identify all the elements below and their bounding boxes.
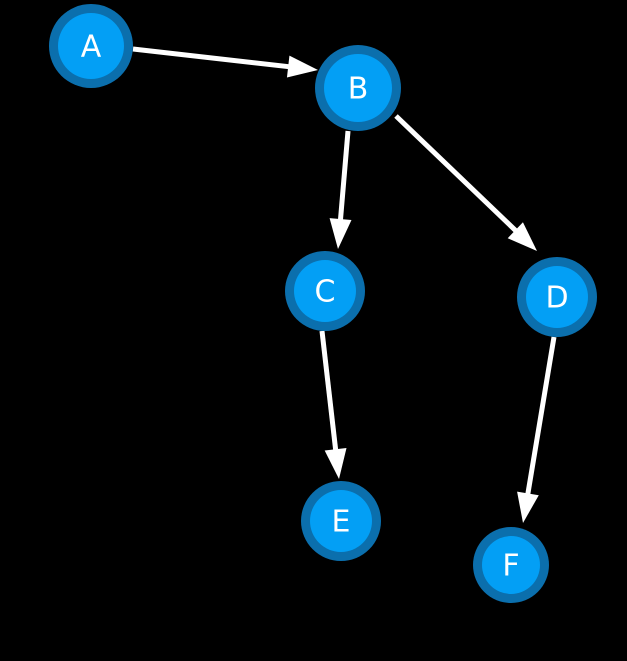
node-fill: [482, 536, 540, 594]
nodes-layer: A B C D E F: [49, 4, 597, 603]
node-fill: [324, 54, 392, 122]
edge-shaft: [524, 336, 557, 498]
arrowhead-icon: [324, 447, 347, 479]
graph-node-d[interactable]: D: [517, 257, 597, 337]
arrowhead-icon: [329, 218, 352, 249]
graph-edge-d-f[interactable]: [517, 336, 557, 523]
node-fill: [58, 13, 124, 79]
edge-shaft: [132, 46, 293, 70]
node-label: A: [81, 30, 102, 65]
graph-node-f[interactable]: F: [473, 527, 549, 603]
graph-node-c[interactable]: C: [285, 251, 365, 331]
edge-shaft: [337, 130, 351, 224]
node-label: F: [502, 549, 519, 584]
edge-shaft: [319, 330, 339, 454]
graph-edge-b-c[interactable]: [329, 130, 352, 249]
arrowhead-icon: [517, 491, 539, 523]
node-fill: [310, 490, 372, 552]
node-label: E: [332, 505, 351, 540]
node-label: D: [545, 281, 568, 316]
node-fill: [526, 266, 588, 328]
edges-layer: [132, 46, 557, 523]
node-label: B: [348, 72, 369, 107]
arrowhead-icon: [507, 222, 537, 251]
graph-edge-c-e[interactable]: [319, 330, 347, 479]
node-label: C: [315, 275, 336, 310]
edge-shaft: [394, 114, 520, 235]
graph-node-a[interactable]: A: [49, 4, 133, 88]
arrowhead-icon: [286, 55, 318, 78]
graph-edge-a-b[interactable]: [132, 46, 318, 78]
node-fill: [294, 260, 356, 322]
graph-node-e[interactable]: E: [301, 481, 381, 561]
graph-edge-b-d[interactable]: [394, 114, 537, 251]
graph-node-b[interactable]: B: [315, 45, 401, 131]
